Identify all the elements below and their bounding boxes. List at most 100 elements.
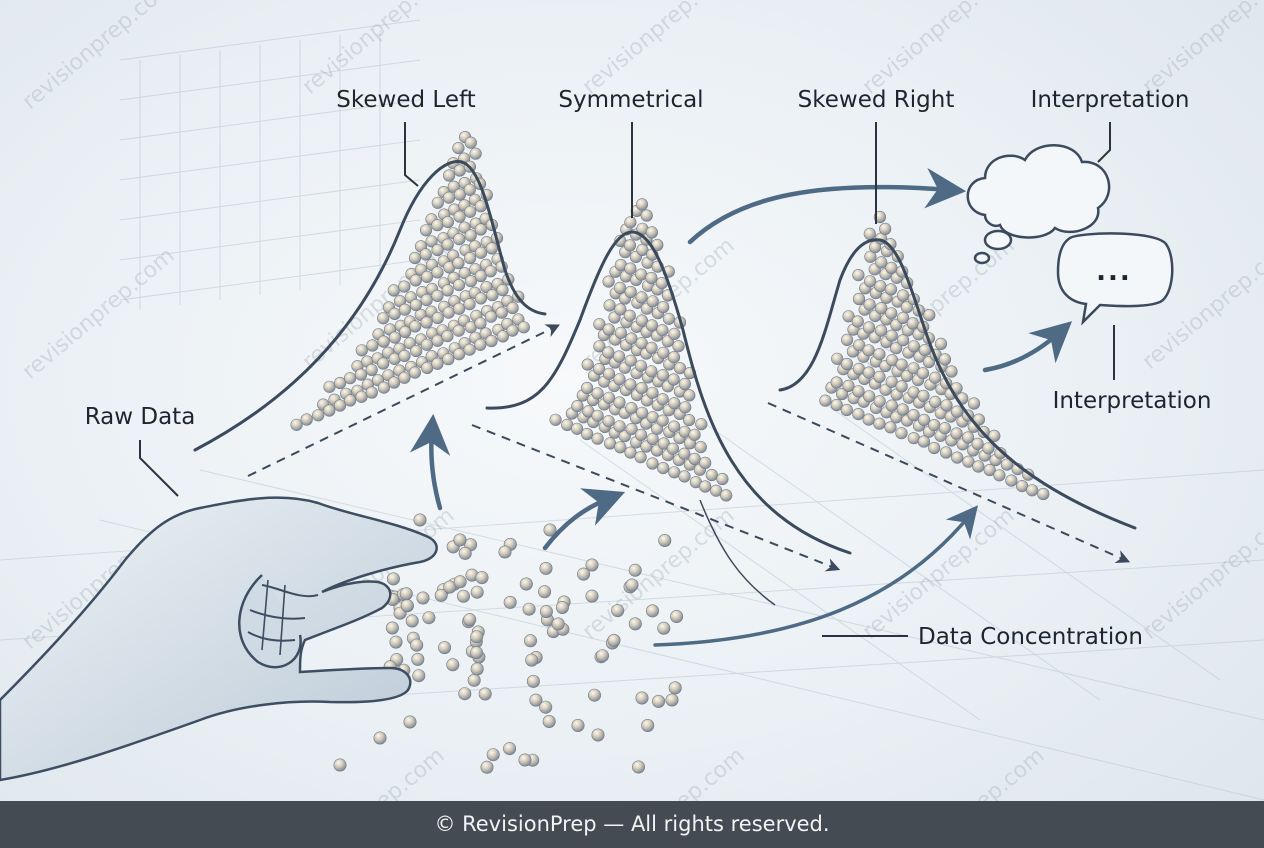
data-bead: [484, 310, 498, 323]
data-bead: [624, 262, 637, 275]
data-bead: [474, 269, 487, 283]
watermark-text: revisionprep.com: [298, 0, 460, 100]
data-bead: [613, 420, 626, 433]
data-bead: [852, 408, 865, 421]
data-bead: [879, 222, 892, 235]
speech-dots: ...: [1096, 257, 1132, 287]
data-bead: [895, 358, 908, 371]
data-bead: [474, 246, 488, 259]
data-bead: [993, 469, 1006, 482]
data-bead: [458, 546, 472, 560]
data-bead: [344, 372, 357, 385]
data-bead: [443, 580, 457, 594]
data-bead: [863, 275, 877, 288]
label-interpretation-top: Interpretation: [1031, 87, 1190, 113]
data-bead: [624, 216, 637, 229]
data-bead: [463, 298, 476, 311]
data-bead: [398, 371, 411, 384]
data-bead: [900, 301, 914, 314]
data-bead: [613, 396, 626, 409]
data-bead: [549, 413, 562, 426]
data-bead: [873, 348, 886, 361]
watermark-text: revisionprep.com: [578, 0, 740, 100]
data-bead: [634, 428, 648, 442]
data-bead: [355, 390, 368, 403]
data-bead: [945, 365, 958, 378]
data-bead: [705, 468, 718, 482]
data-bead: [906, 317, 919, 330]
data-bead: [665, 693, 679, 707]
data-bead: [662, 312, 676, 325]
data-bead: [657, 301, 670, 314]
data-bead: [431, 311, 444, 325]
data-bead: [425, 235, 438, 248]
data-bead: [464, 229, 477, 242]
data-bead: [373, 731, 387, 745]
data-bead: [658, 533, 672, 547]
data-bead: [542, 714, 556, 728]
data-bead: [355, 344, 368, 357]
data-bead: [409, 274, 422, 287]
data-bead: [694, 441, 707, 454]
data-bead: [695, 418, 708, 431]
data-bead: [938, 422, 952, 435]
data-bead: [623, 239, 637, 252]
data-bead: [592, 362, 606, 376]
footer-copyright: © RevisionPrep — All rights reserved.: [0, 801, 1264, 848]
data-bead: [443, 169, 456, 182]
data-bead: [474, 292, 488, 305]
data-bead: [469, 147, 482, 160]
data-bead: [486, 748, 500, 762]
data-bead: [628, 563, 642, 577]
data-bead: [895, 427, 908, 440]
data-bead: [862, 344, 875, 357]
data-bead: [884, 421, 897, 434]
data-bead: [862, 413, 875, 426]
data-bead: [863, 298, 876, 311]
data-bead: [312, 409, 325, 422]
data-bead: [683, 389, 696, 402]
data-bead: [646, 457, 659, 470]
data-bead: [409, 320, 422, 333]
data-bead: [386, 572, 400, 586]
data-bead: [389, 635, 403, 649]
data-bead: [525, 653, 539, 667]
data-bead: [645, 604, 659, 618]
data-bead: [928, 441, 941, 455]
data-bead: [453, 210, 466, 223]
data-bead: [344, 394, 357, 407]
data-bead: [434, 588, 448, 602]
data-bead: [611, 604, 625, 618]
data-bead: [518, 753, 532, 767]
data-bead: [635, 198, 649, 211]
data-bead: [896, 311, 910, 325]
data-bead: [543, 523, 557, 537]
data-bead: [377, 335, 390, 348]
data-bead: [688, 428, 701, 441]
data-bead: [486, 289, 499, 302]
data-bead: [365, 363, 378, 377]
data-bead: [581, 358, 594, 371]
data-bead: [539, 605, 553, 619]
data-bead: [470, 585, 484, 599]
data-bead: [852, 292, 866, 306]
data-bead: [388, 307, 401, 321]
labels: Skewed Left Symmetrical Skewed Right Int…: [85, 87, 1212, 650]
data-bead: [982, 442, 995, 455]
data-bead: [670, 609, 684, 623]
data-bead: [934, 337, 948, 351]
data-bead: [874, 324, 888, 337]
data-bead: [585, 558, 599, 572]
data-bead: [896, 289, 910, 302]
data-bead: [453, 575, 467, 589]
data-bead: [441, 284, 454, 297]
data-bead: [840, 333, 854, 347]
data-bead: [645, 365, 658, 378]
data-bead: [710, 484, 723, 497]
data-bead: [668, 327, 681, 341]
data-bead: [645, 341, 658, 355]
data-bead: [441, 330, 454, 343]
data-bead: [657, 621, 671, 635]
